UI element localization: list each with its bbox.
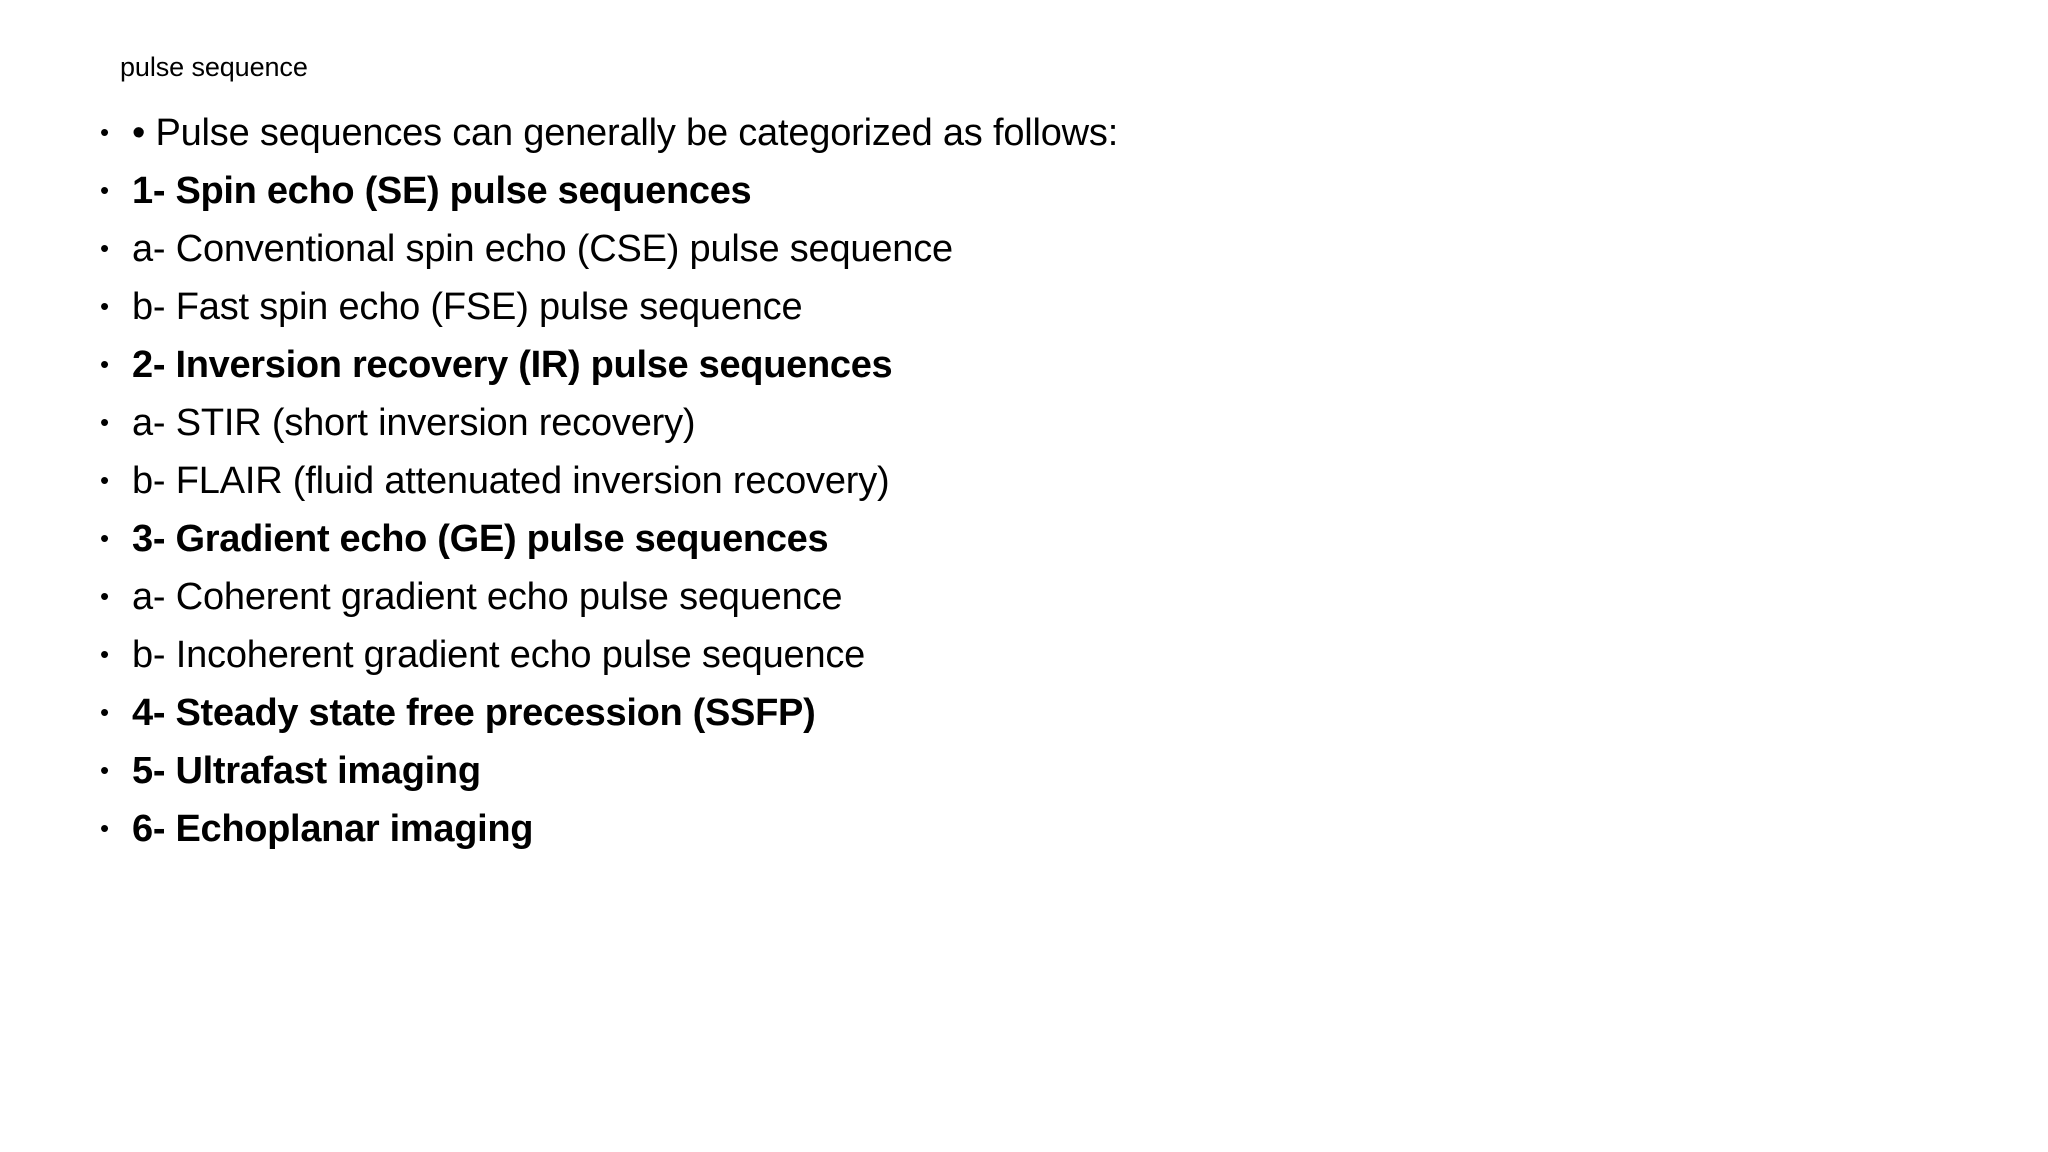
list-item-text: a- Coherent gradient echo pulse sequence [132, 576, 843, 618]
list-item: • 6- Echoplanar imaging [86, 800, 1956, 858]
list-item: • 4- Steady state free precession (SSFP) [86, 684, 1956, 742]
list-item: • b- Incoherent gradient echo pulse sequ… [86, 626, 1956, 684]
bullet-icon: • [100, 175, 109, 205]
list-item: • a- STIR (short inversion recovery) [86, 394, 1956, 452]
list-item: • 3- Gradient echo (GE) pulse sequences [86, 510, 1956, 568]
list-item: • b- Fast spin echo (FSE) pulse sequence [86, 278, 1956, 336]
list-item: • 2- Inversion recovery (IR) pulse seque… [86, 336, 1956, 394]
bullet-icon: • [100, 465, 109, 495]
list-item: • b- FLAIR (fluid attenuated inversion r… [86, 452, 1956, 510]
list-item-text: a- STIR (short inversion recovery) [132, 402, 696, 444]
list-item-text: 5- Ultrafast imaging [132, 750, 481, 792]
list-item-text: b- Fast spin echo (FSE) pulse sequence [132, 286, 803, 328]
list-item-text: 3- Gradient echo (GE) pulse sequences [132, 518, 829, 560]
bullet-icon: • [100, 639, 109, 669]
list-item-text: a- Conventional spin echo (CSE) pulse se… [132, 228, 953, 270]
bullet-icon: • [100, 349, 109, 379]
list-item-text: b- FLAIR (fluid attenuated inversion rec… [132, 460, 890, 502]
list-item-text: 4- Steady state free precession (SSFP) [132, 692, 816, 734]
bullet-icon: • [100, 697, 109, 727]
list-item: • a- Coherent gradient echo pulse sequen… [86, 568, 1956, 626]
list-item-text: 6- Echoplanar imaging [132, 808, 534, 850]
page-title: pulse sequence [120, 52, 308, 82]
list-item: • • Pulse sequences can generally be cat… [86, 104, 1956, 162]
list-item-text: 1- Spin echo (SE) pulse sequences [132, 170, 752, 212]
bullet-icon: • [100, 291, 109, 321]
bullet-icon: • [100, 755, 109, 785]
list-item-text: • Pulse sequences can generally be categ… [132, 112, 1119, 154]
bullet-icon: • [100, 407, 109, 437]
bullet-icon: • [100, 523, 109, 553]
list-item: • 1- Spin echo (SE) pulse sequences [86, 162, 1956, 220]
bullet-icon: • [100, 117, 109, 147]
list-item: • 5- Ultrafast imaging [86, 742, 1956, 800]
bullet-list: • • Pulse sequences can generally be cat… [86, 104, 1956, 858]
list-item: • a- Conventional spin echo (CSE) pulse … [86, 220, 1956, 278]
bullet-icon: • [100, 581, 109, 611]
bullet-icon: • [100, 813, 109, 843]
list-item-text: b- Incoherent gradient echo pulse sequen… [132, 634, 866, 676]
bullet-icon: • [100, 233, 109, 263]
list-item-text: 2- Inversion recovery (IR) pulse sequenc… [132, 344, 893, 386]
